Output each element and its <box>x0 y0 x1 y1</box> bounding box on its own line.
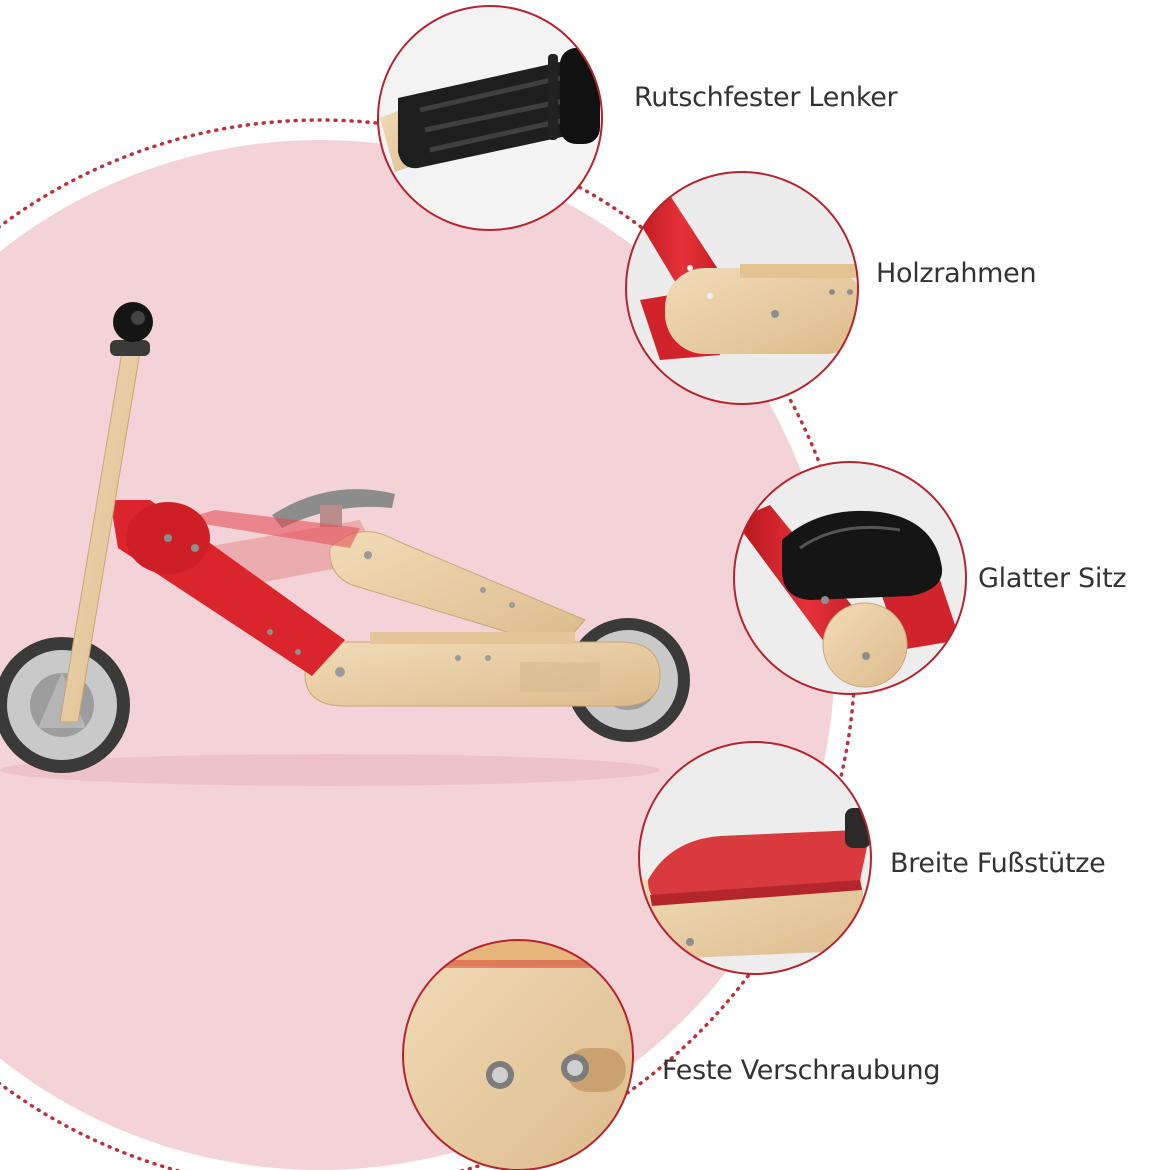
feature-bubble-footrest <box>638 741 872 975</box>
feature-bubble-seat <box>733 461 967 695</box>
feature-bubble-screw <box>402 939 634 1170</box>
handlebar-grip-image <box>378 6 602 230</box>
feature-bubble-frame <box>625 171 859 405</box>
feature-label-screw: Feste Verschraubung <box>662 1055 941 1086</box>
screw-image <box>403 940 633 1170</box>
seat-image <box>734 462 966 694</box>
footrest-image <box>639 742 871 974</box>
feature-label-grip: Rutschfester Lenker <box>634 82 898 113</box>
wooden-frame-image <box>626 172 858 404</box>
bike-image <box>0 302 690 786</box>
feature-label-frame: Holzrahmen <box>876 258 1037 289</box>
feature-label-footrest: Breite Fußstütze <box>890 848 1106 879</box>
feature-label-seat: Glatter Sitz <box>978 563 1127 594</box>
feature-bubble-grip <box>377 5 603 231</box>
